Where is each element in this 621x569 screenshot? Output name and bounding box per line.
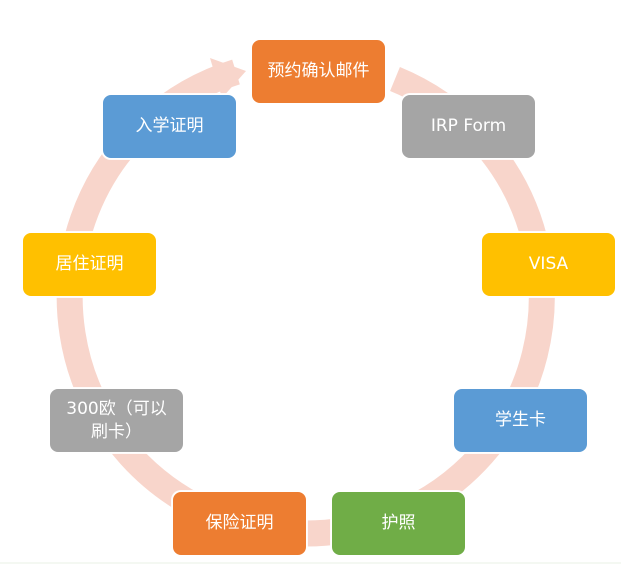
node-insurance-proof[interactable]: 保险证明 [172,491,307,556]
cycle-arrowhead-icon [210,58,246,98]
node-label: VISA [528,254,569,274]
node-label: 入学证明 [135,116,204,136]
node-label: 学生卡 [495,410,546,430]
node-visa[interactable]: VISA [481,232,616,297]
node-residence-proof[interactable]: 居住证明 [22,232,157,297]
node-student-card[interactable]: 学生卡 [453,388,588,453]
node-label: 预约确认邮件 [267,61,370,81]
node-fee-300-eur[interactable]: 300欧（可以刷卡） [49,388,184,453]
node-passport[interactable]: 护照 [331,491,466,556]
node-label: IRP Form [430,116,507,136]
node-enrollment-proof[interactable]: 入学证明 [102,94,237,159]
node-booking-email[interactable]: 预约确认邮件 [251,39,386,104]
node-label: 护照 [381,513,416,533]
node-label: 保险证明 [205,513,274,533]
node-irp-form[interactable]: IRP Form [401,94,536,159]
node-label: 居住证明 [55,254,124,274]
node-label: 300欧（可以刷卡） [66,398,167,442]
bottom-divider [0,562,621,564]
